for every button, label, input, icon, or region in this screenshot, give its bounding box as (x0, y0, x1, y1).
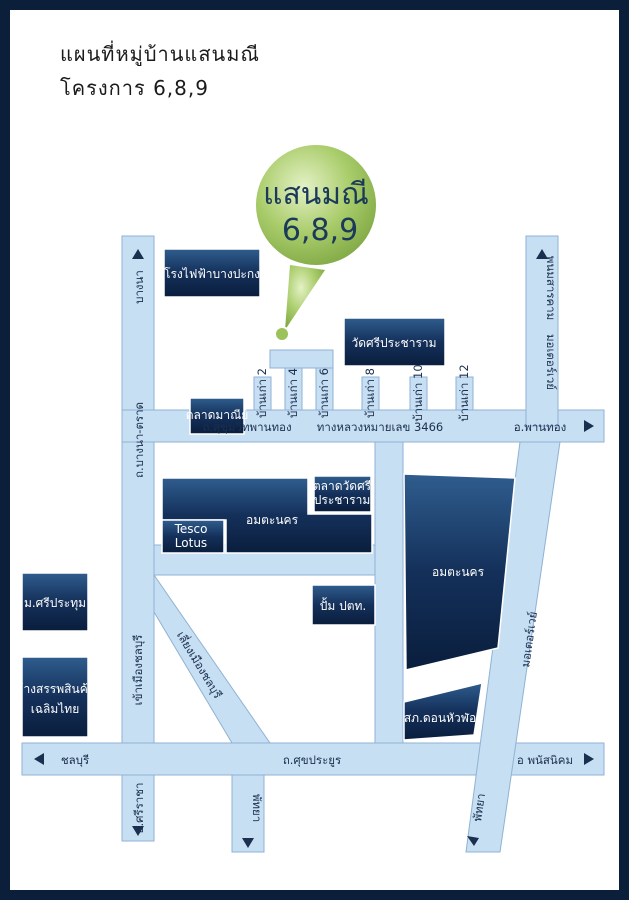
label-bang-na: บางนา (132, 270, 146, 304)
arrow-chonburi (34, 753, 44, 765)
svg-text:สภ.ดอนหัวฬ่อ: สภ.ดอนหัวฬ่อ (404, 711, 476, 725)
svg-text:ห้างสรรพสินค้า: ห้างสรรพสินค้า (16, 682, 95, 696)
building-police-station: สภ.ดอนหัวฬ่อ (403, 682, 483, 741)
label-soi-10: บ้านเก่า 10 (411, 364, 425, 421)
label-phan-thong: อ.พานทอง (514, 420, 567, 434)
label-soi-8: บ้านเก่า 8 (363, 368, 377, 418)
road-bypass (153, 573, 271, 744)
arrow-sriracha (132, 826, 144, 836)
label-phanom: พนมสารคาม (544, 256, 558, 320)
callout-phases: 6,8,9 (282, 213, 358, 248)
arrow-phan-thong (584, 420, 594, 432)
arrow-bang-na (132, 249, 144, 259)
arrow-phanom (536, 249, 548, 259)
road-motorway-right (465, 441, 561, 853)
building-tesco-lotus: Tesco Lotus (161, 519, 225, 554)
map-title: แผนที่หมู่บ้านแสนมณี (60, 42, 260, 66)
label-pattaya-left: พัทยา (250, 794, 264, 822)
label-soi-12: บ้านเก่า 12 (457, 364, 471, 421)
label-soi-6: บ้านเก่า 6 (317, 368, 331, 418)
label-suk-prayoon: ถ.ศุขประยูร (283, 753, 341, 767)
callout-name: แสนมณี (263, 177, 369, 212)
road-motorway-top (525, 235, 559, 427)
building-temple-market: ตลาดวัดศรี ประชาราม (313, 475, 372, 513)
building-university: ม.ศรีประทุม (21, 572, 89, 632)
label-pattaya-right: พัทยา (470, 792, 488, 822)
building-temple: วัดศรีประชาราม (343, 317, 446, 367)
svg-text:อมตะนคร: อมตะนคร (246, 513, 299, 527)
building-power-station: โรงไฟฟ้าบางปะกง (163, 248, 261, 298)
svg-text:ม.ศรีประทุม: ม.ศรีประทุม (24, 596, 86, 611)
label-sriracha: อ.ศรีราชา (132, 783, 146, 834)
arrow-pattaya-right (467, 836, 479, 846)
label-phanat-nikhom: อ พนัสนิคม (517, 753, 573, 767)
soi-8 (361, 376, 380, 411)
svg-text:อมตะนคร: อมตะนคร (432, 565, 485, 579)
label-chonburi: ชลบุรี (61, 753, 89, 767)
building-gas-station: ปั้ม ปตท. (311, 584, 376, 626)
arrow-pattaya-left (242, 838, 254, 848)
svg-text:Tesco: Tesco (174, 522, 208, 536)
svg-text:ตลาดมาณีย์: ตลาดมาณีย์ (186, 408, 249, 422)
label-bypass: เลี่ยงเมืองชลบุรี (174, 628, 226, 701)
project-callout: แสนมณี 6,8,9 (254, 143, 378, 342)
label-to-chonburi: เข้าเมืองชลบุรี (131, 635, 145, 706)
building-market-manee: ตลาดมาณีย์ (186, 397, 249, 435)
svg-text:วัดศรีประชาราม: วัดศรีประชาราม (351, 336, 436, 350)
svg-text:Lotus: Lotus (175, 536, 207, 550)
soi-12 (455, 376, 474, 411)
building-amata-right: อมตะนคร (403, 473, 516, 671)
label-motorway-top: มอเตอร์เวย์ (544, 334, 558, 390)
label-soi-4: บ้านเก่า 4 (286, 368, 300, 418)
svg-text:ประชาราม: ประชาราม (314, 493, 370, 507)
label-sukhumvit: ถ.สุขุมวิทพานทอง (202, 420, 291, 434)
soi-2 (253, 376, 272, 411)
svg-text:เฉลิมไทย: เฉลิมไทย (31, 702, 80, 716)
label-soi-2: บ้านเก่า 2 (255, 368, 269, 418)
project-label: โครงการ 6,8,9 (60, 76, 209, 100)
building-mall: ห้างสรรพสินค้า เฉลิมไทย (16, 656, 95, 738)
svg-text:ปั้ม ปตท.: ปั้ม ปตท. (320, 597, 366, 613)
label-bang-na-trat: ถ.บางนา-ตราด (132, 402, 146, 478)
soi-connector (269, 349, 334, 369)
svg-text:ตลาดวัดศรี: ตลาดวัดศรี (313, 479, 372, 493)
svg-text:โรงไฟฟ้าบางปะกง: โรงไฟฟ้าบางปะกง (164, 267, 260, 281)
road-center (374, 441, 404, 744)
label-highway-3466: ทางหลวงหมายเลข 3466 (317, 420, 443, 434)
arrow-phanat-nikhom (584, 753, 594, 765)
soi-10 (409, 376, 428, 411)
road-network (21, 235, 605, 853)
road-bang-na-trat (121, 235, 155, 842)
